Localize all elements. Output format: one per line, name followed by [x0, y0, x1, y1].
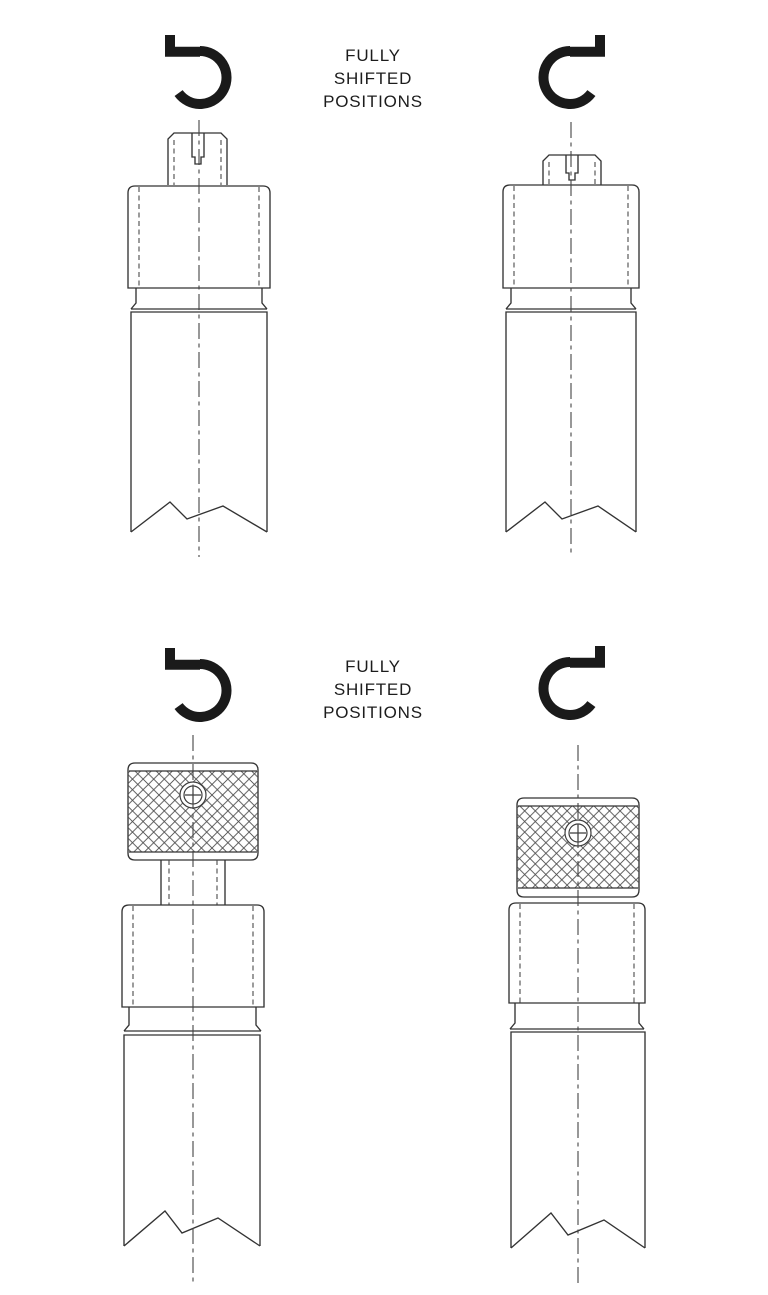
break-line	[505, 501, 637, 533]
cap-hidden-lines	[519, 904, 635, 1003]
body-outline	[510, 1031, 646, 1248]
drawing-slotted-stem-retracted	[502, 122, 640, 557]
caption-top: FULLY SHIFTED POSITIONS	[298, 44, 448, 113]
stem-slot	[565, 155, 579, 181]
cap-outline	[502, 184, 640, 289]
body-outline	[123, 1034, 261, 1246]
stem-outline	[160, 860, 226, 905]
cap-hidden-lines	[513, 186, 629, 288]
cap-outline	[127, 185, 271, 289]
stem-hidden-lines	[548, 162, 596, 185]
cap-outline	[508, 902, 646, 1004]
caption-line: FULLY	[345, 46, 401, 65]
knob-outline	[516, 797, 640, 898]
caption-line: FULLY	[345, 657, 401, 676]
stem-outline	[542, 154, 602, 185]
knob-outline	[127, 762, 259, 861]
break-line	[130, 501, 268, 533]
caption-line: POSITIONS	[323, 92, 423, 111]
body-outline	[130, 311, 268, 532]
stem-outline	[167, 132, 228, 185]
drawing-knurled-knob-lowered	[508, 745, 646, 1285]
drawing-knurled-knob-raised	[121, 735, 265, 1283]
rotate-counterclockwise-icon	[165, 35, 232, 109]
cap-outline	[121, 904, 265, 1008]
stem-slot	[191, 133, 205, 165]
caption-line: SHIFTED	[333, 69, 413, 88]
caption-bottom: FULLY SHIFTED POSITIONS	[298, 655, 448, 724]
rotate-clockwise-icon	[538, 35, 605, 109]
rotate-counterclockwise-icon	[165, 648, 232, 722]
collar	[509, 1003, 645, 1030]
drawing-slotted-stem-extended	[127, 120, 271, 557]
stem-hidden-lines	[173, 140, 222, 185]
break-line	[510, 1212, 646, 1249]
rotate-clockwise-icon	[538, 646, 605, 720]
caption-line: POSITIONS	[323, 703, 423, 722]
stem-hidden-lines	[168, 860, 218, 905]
break-line	[123, 1210, 261, 1247]
caption-line: SHIFTED	[333, 680, 413, 699]
